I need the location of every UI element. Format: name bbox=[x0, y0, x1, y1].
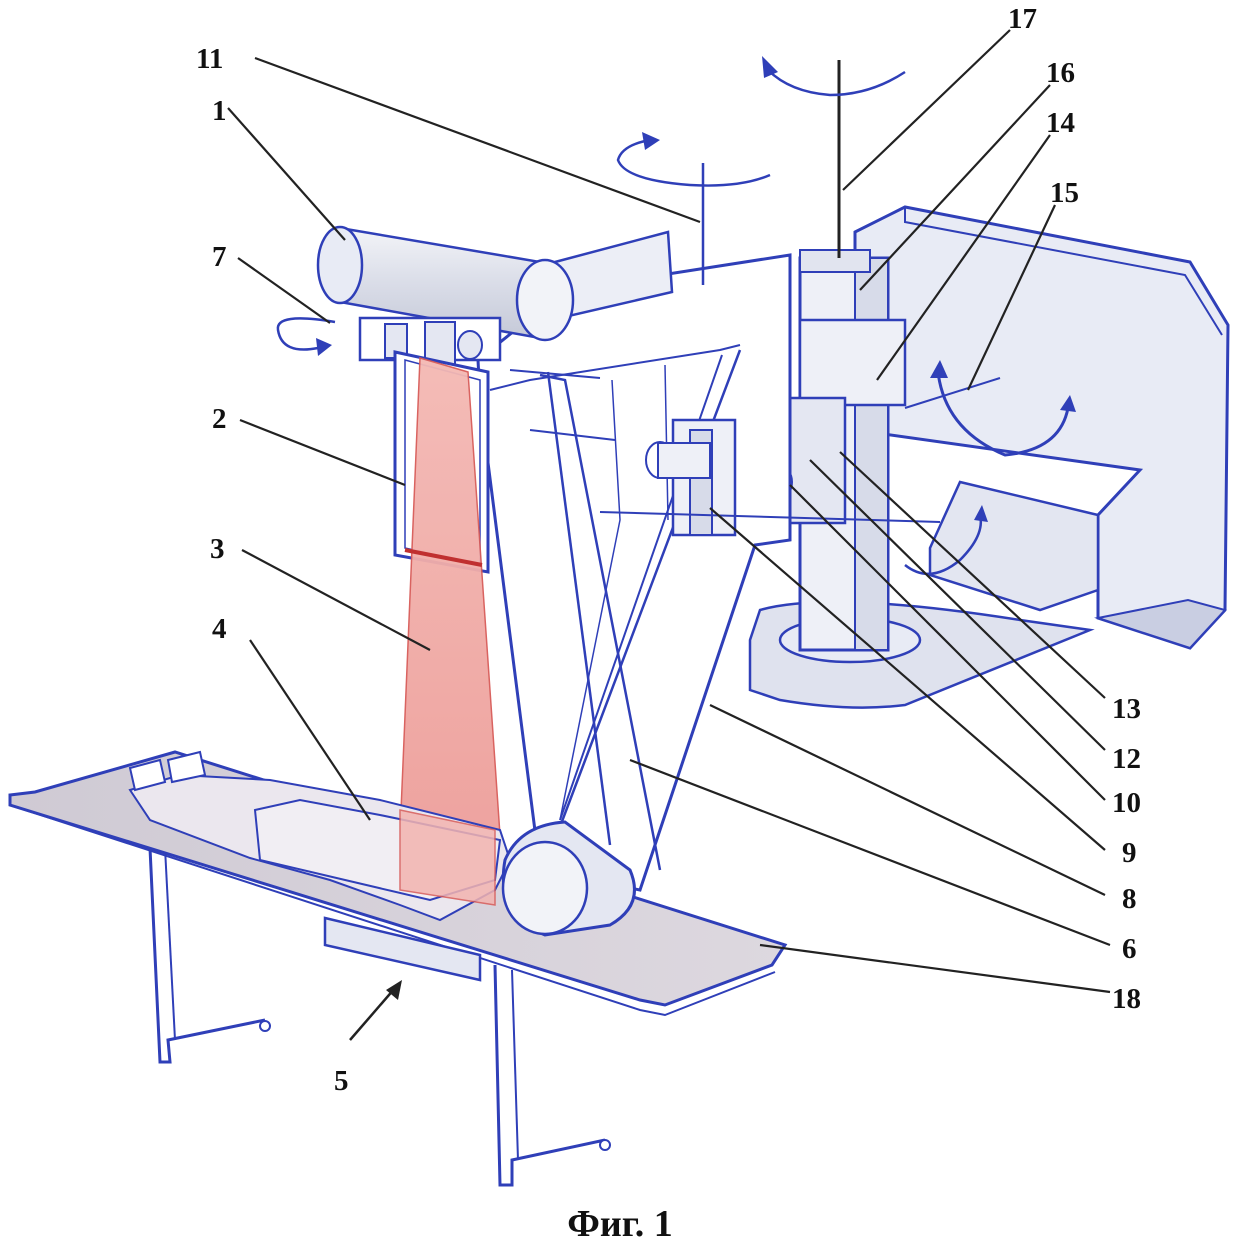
label-2: 2 bbox=[212, 403, 227, 435]
pointer-arrow-5 bbox=[350, 988, 395, 1040]
figure-caption: Фиг. 1 bbox=[0, 1202, 1240, 1246]
label-5: 5 bbox=[334, 1065, 349, 1097]
rotation-arrowhead-7 bbox=[316, 338, 332, 356]
label-11: 11 bbox=[196, 43, 223, 75]
label-16: 16 bbox=[1046, 57, 1075, 89]
rotation-arrowhead-11 bbox=[642, 132, 660, 150]
label-8: 8 bbox=[1122, 883, 1137, 915]
label-15: 15 bbox=[1050, 177, 1079, 209]
label-17: 17 bbox=[1008, 3, 1037, 35]
label-13: 13 bbox=[1112, 693, 1141, 725]
label-3: 3 bbox=[210, 533, 225, 565]
label-6: 6 bbox=[1122, 933, 1137, 965]
label-14: 14 bbox=[1046, 107, 1075, 139]
rotation-arrow-17 bbox=[768, 70, 905, 95]
label-9: 9 bbox=[1122, 837, 1137, 869]
label-12: 12 bbox=[1112, 743, 1141, 775]
label-1: 1 bbox=[212, 95, 227, 127]
label-18: 18 bbox=[1112, 983, 1141, 1015]
label-7: 7 bbox=[212, 241, 227, 273]
gantry-frame bbox=[478, 255, 790, 890]
label-10: 10 bbox=[1112, 787, 1141, 819]
rotation-arrowhead-17 bbox=[762, 56, 778, 78]
label-4: 4 bbox=[212, 613, 227, 645]
tilt-plate bbox=[930, 482, 1098, 610]
rotation-arrow-11 bbox=[618, 140, 770, 186]
